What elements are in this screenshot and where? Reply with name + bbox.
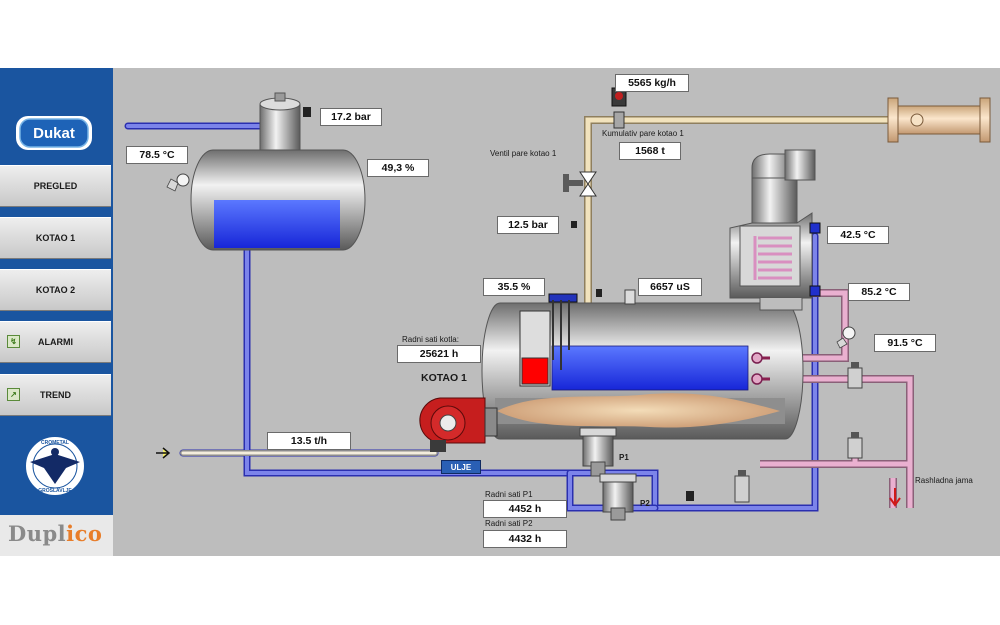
pump2-label: P2 xyxy=(640,499,650,508)
steam-flow-display: 5565 kg/h xyxy=(615,74,689,92)
duplico-logo: Duplico xyxy=(0,515,113,556)
duplico-suffix: co xyxy=(74,521,103,546)
pump1-hours-label: Radni sati P1 xyxy=(485,490,533,499)
nav-pregled-label: PREGLED xyxy=(33,181,78,191)
exhaust-temperature-display: 42.5 °C xyxy=(827,226,889,244)
cumulative-steam-label: Kumulativ pare kotao 1 xyxy=(602,129,684,138)
scada-screen: Dukat PREGLED KOTAO 1 KOTAO 2 ↯ ALARMI ↗ T… xyxy=(0,68,1000,556)
tank-pressure-display: 17.2 bar xyxy=(320,108,382,126)
fuel-oil-tag: ULJE xyxy=(441,460,481,474)
steam-valve xyxy=(563,87,627,228)
nav-kotao1-label: KOTAO 1 xyxy=(35,233,76,243)
steam-valve-label: Ventil pare kotao 1 xyxy=(490,149,557,158)
pump1-label: P1 xyxy=(619,453,629,462)
economizer-chimney xyxy=(729,149,821,311)
boiler-hours-display: 25621 h xyxy=(397,345,481,363)
dukat-logo-text: Dukat xyxy=(33,125,75,142)
boiler-name-label: KOTAO 1 xyxy=(421,372,467,384)
pump2-hours-label: Radni sati P2 xyxy=(485,519,533,528)
duplico-accent: i xyxy=(66,521,75,546)
water-temperature-2-display: 91.5 °C xyxy=(874,334,936,352)
steam-total-display: 1568 t xyxy=(619,142,681,160)
nav-alarmi-button[interactable]: ↯ ALARMI xyxy=(0,321,111,363)
nav-kotao1-button[interactable]: KOTAO 1 xyxy=(0,217,111,259)
boiler-kotao-1 xyxy=(481,289,804,440)
water-temperature-1-display: 85.2 °C xyxy=(848,283,910,301)
process-diagram xyxy=(124,87,991,521)
badge-top-text: CROMETAL xyxy=(41,440,69,446)
pumps xyxy=(579,427,694,521)
pump1-hours-display: 4452 h xyxy=(483,500,567,518)
nav-pregled-button[interactable]: PREGLED xyxy=(0,165,111,207)
sidebar: Dukat PREGLED KOTAO 1 KOTAO 2 ↯ ALARMI ↗ T… xyxy=(0,68,113,556)
cooling-pit-label: Rashladna jama xyxy=(915,476,973,485)
inflow-arrow xyxy=(156,447,171,459)
tank-water-level xyxy=(214,200,340,248)
burner xyxy=(419,397,498,452)
nav-kotao2-label: KOTAO 2 xyxy=(35,285,76,295)
steam-consumer-exchanger xyxy=(887,97,991,143)
badge-bottom-text: GROSLAVLJE xyxy=(38,488,72,494)
nav-trend-label: TREND xyxy=(40,390,71,400)
steam-pressure-display: 12.5 bar xyxy=(497,216,559,234)
dukat-logo: Dukat xyxy=(16,116,92,150)
nav-kotao2-button[interactable]: KOTAO 2 xyxy=(0,269,111,311)
steam-pipes xyxy=(584,116,915,321)
tank-temperature-display: 78.5 °C xyxy=(126,146,188,164)
nav-trend-button[interactable]: ↗ TREND xyxy=(0,374,111,416)
feed-flow-display: 13.5 t/h xyxy=(267,432,351,450)
conductivity-display: 6657 uS xyxy=(638,278,702,296)
alarm-icon: ↯ xyxy=(7,335,20,348)
crometal-badge: CROMETAL GROSLAVLJE xyxy=(24,435,86,497)
boiler-hours-label: Radni sati kotla: xyxy=(402,335,459,344)
trend-icon: ↗ xyxy=(7,388,20,401)
feedwater-tank xyxy=(166,92,366,251)
duplico-prefix: Dupl xyxy=(8,521,67,546)
pump2-hours-display: 4432 h xyxy=(483,530,567,548)
valves-right xyxy=(734,326,863,503)
outflow-arrow xyxy=(889,488,901,507)
tank-level-display: 49,3 % xyxy=(367,159,429,177)
boiler-level-display: 35.5 % xyxy=(483,278,545,296)
nav-alarmi-label: ALARMI xyxy=(38,337,73,347)
hot-water-pipes xyxy=(760,289,914,508)
